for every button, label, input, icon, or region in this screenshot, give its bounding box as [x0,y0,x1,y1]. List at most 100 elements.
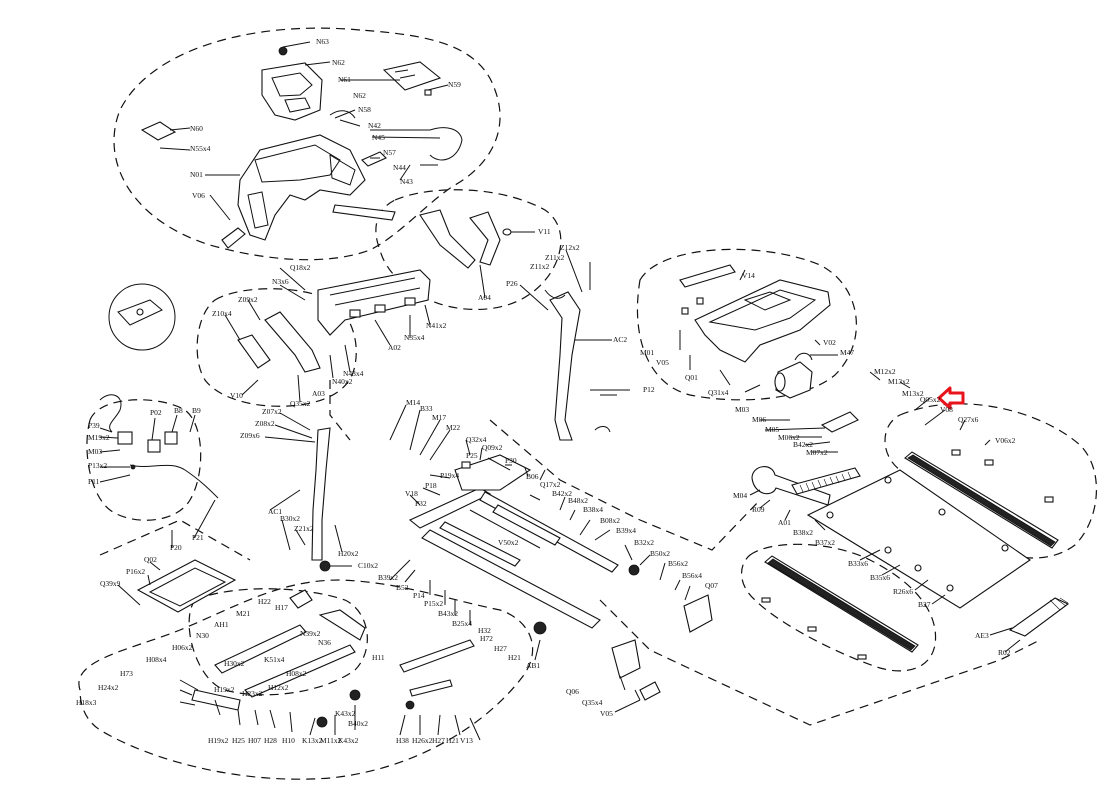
part-label: N63 [316,37,329,46]
side-rail-right [904,449,1059,549]
console-chip-icon [424,89,432,96]
part-label: Z09x6 [240,431,260,440]
part-label: H73 [120,669,133,678]
part-label: B33 [420,404,433,413]
part-label: Z07x2 [262,407,282,416]
console-group-outline [113,27,501,261]
motor-cover-assembly [679,264,831,363]
part-label: H12x2 [268,683,289,692]
lift-arm-link [318,609,366,641]
part-label: H30x2 [224,659,245,668]
part-label: P18 [425,481,437,490]
part-label: Q05x2 [920,395,941,404]
part-label: N62 [353,91,366,100]
base-tray [136,559,237,613]
electronics-assembly [99,394,219,499]
part-label: M11x2 [320,736,342,745]
part-label: Q17x2 [540,480,561,489]
part-label: N35x4 [404,333,425,342]
upright-cable [544,289,566,299]
part-label: H28 [264,736,277,745]
part-label: B40x2 [348,719,368,728]
roller-wheel [533,621,547,635]
part-label: N59 [448,80,461,89]
part-label: H07 [248,736,261,745]
part-label: P30 [505,456,517,465]
wheel-left [319,560,331,572]
part-label: Z11x2 [530,262,550,271]
part-label: V08 [940,405,953,414]
part-label: N40x2 [332,377,353,386]
rear-roller-body [1008,597,1070,637]
frame-foot-block [683,594,713,633]
part-label: Z11x2 [545,253,565,262]
part-label: AB1 [526,661,540,670]
part-label: P02 [150,408,162,417]
part-label: V05 [656,358,669,367]
controller-cap [639,681,661,701]
part-label: Q31x4 [708,388,729,397]
motor-cover-shell [694,279,831,363]
upright-post-left [311,427,331,561]
part-label: K13x2 [302,736,323,745]
part-label: B56x2 [668,559,688,568]
part-label: B9 [192,406,201,415]
part-label: B8 [174,406,183,415]
part-label: Q07 [705,581,718,590]
part-label: Z09x2 [238,295,258,304]
part-label: M21 [236,609,250,618]
part-label: V11 [538,227,551,236]
handrail-tube-left [264,311,321,373]
part-label: Q39x9 [100,579,121,588]
part-label: V13 [460,736,473,745]
part-label: P39 [88,421,100,430]
part-label: M13x2 [902,389,924,398]
part-label: V14 [742,271,755,280]
part-label: H11 [372,653,385,662]
part-label: B32x2 [634,538,654,547]
part-label: P11 [88,477,100,486]
part-label: B30x2 [280,514,300,523]
part-label: Z12x2 [560,243,580,252]
wheel-bracket [289,589,313,609]
lift-bracket [454,454,532,491]
part-label: H19x2 [214,685,235,694]
side-rail-group-outline [884,403,1098,559]
relay-module [164,431,178,445]
part-label: Q02 [144,555,157,564]
part-label: H27 [494,644,507,653]
handlebar-tube-right [469,211,501,266]
upright-crossbar-assembly [237,269,431,572]
part-label: AC1 [268,507,282,516]
cable-routing-path-3 [99,519,251,561]
part-label: Q09x2 [482,443,503,452]
part-label: R09 [752,505,765,514]
part-label: A04 [478,293,491,302]
part-label: H38 [396,736,409,745]
rear-roller [1008,597,1070,637]
part-label: M06x2 [778,433,800,442]
part-label: Q27x6 [958,415,979,424]
lift-frame-bar [214,624,307,674]
part-label: H08x4 [146,655,167,664]
highlight-arrow-marker [937,386,965,410]
part-label: V10 [230,391,243,400]
part-label: H08x2 [286,669,307,678]
part-label: V02 [823,338,836,347]
lift-frame-bar-2 [244,644,356,698]
crossbar-frame [317,269,431,336]
running-deck [806,469,1031,609]
part-label: P21 [192,533,204,542]
base-frame-group-outline [78,579,534,780]
motor-cover-clip-2 [696,297,704,305]
controller-box [611,639,641,679]
part-label: M01 [640,348,654,357]
handlebar-tube-left [419,209,476,269]
part-label: R02 [998,648,1011,657]
lift-wheel-3 [405,700,415,710]
part-label: AH1 [214,620,229,629]
part-label: H27 [432,736,445,745]
side-rail2-group-outline [741,543,937,672]
part-label: N36 [318,638,331,647]
part-label: Q32x4 [466,435,487,444]
